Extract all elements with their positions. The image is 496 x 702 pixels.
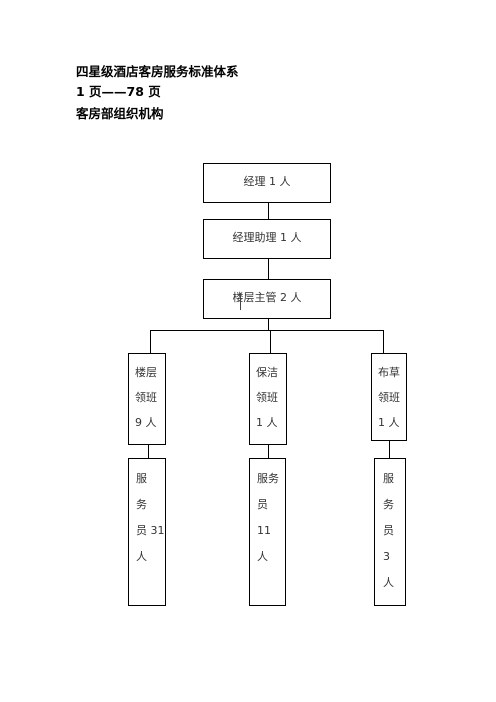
document-title: 四星级酒店客房服务标准体系 — [76, 64, 239, 79]
linen-lead-line: 布草 — [378, 366, 400, 379]
cleaning-lead-line: 保洁 — [256, 366, 278, 379]
linen-staff-line: 服 — [383, 472, 394, 485]
floor-lead-box: 楼层 领班 9 人 — [128, 353, 166, 445]
page-range: 1 页——78 页 — [76, 84, 161, 99]
floor-staff-box: 服 务 员 31 人 — [128, 458, 166, 606]
cleaning-staff-line: 人 — [257, 550, 268, 563]
manager-box: 经理 1 人 — [203, 163, 331, 203]
section-title: 客房部组织机构 — [76, 106, 164, 121]
floor-supervisor-label: 楼层主管 2 人 — [232, 291, 302, 304]
connector-assistant-supervisor — [268, 259, 269, 279]
cleaning-lead-line: 1 人 — [256, 416, 278, 429]
connector-bus-floor-lead — [150, 330, 151, 353]
connector-supervisor-bus — [268, 319, 269, 331]
connector-manager-assistant — [268, 203, 269, 219]
linen-lead-box: 布草 领班 1 人 — [371, 353, 407, 441]
linen-staff-line: 人 — [383, 576, 394, 589]
connector-bus-clean-lead — [270, 330, 271, 353]
manager-label: 经理 1 人 — [243, 175, 291, 188]
floor-lead-line: 楼层 — [135, 366, 157, 379]
floor-staff-line: 人 — [136, 550, 147, 563]
floor-lead-line: 领班 — [135, 391, 157, 404]
text-cursor — [240, 293, 241, 310]
linen-lead-line: 1 人 — [378, 416, 400, 429]
cleaning-staff-line: 服务 — [257, 472, 279, 485]
connector-bus-linen-lead — [383, 330, 384, 353]
floor-lead-line: 9 人 — [135, 416, 157, 429]
connector-clean-lead-staff — [268, 441, 269, 458]
cleaning-staff-line: 员 — [257, 498, 268, 511]
floor-staff-line: 服 — [136, 472, 147, 485]
linen-staff-line: 务 — [383, 498, 394, 511]
connector-floor-lead-staff — [148, 445, 149, 458]
cleaning-staff-line: 11 — [257, 524, 271, 537]
linen-staff-line: 员 — [383, 524, 394, 537]
linen-staff-line: 3 — [383, 550, 390, 563]
floor-supervisor-box: 楼层主管 2 人 — [203, 279, 331, 319]
linen-lead-line: 领班 — [378, 391, 400, 404]
connector-linen-lead-staff — [389, 441, 390, 458]
linen-staff-box: 服 务 员 3 人 — [374, 458, 406, 606]
cleaning-lead-box: 保洁 领班 1 人 — [249, 353, 287, 445]
floor-staff-line: 员 31 — [136, 524, 165, 537]
cleaning-lead-line: 领班 — [256, 391, 278, 404]
assistant-manager-label: 经理助理 1 人 — [232, 231, 302, 244]
cleaning-staff-box: 服务 员 11 人 — [249, 458, 286, 606]
floor-staff-line: 务 — [136, 498, 147, 511]
connector-horizontal-bus — [150, 330, 384, 331]
assistant-manager-box: 经理助理 1 人 — [203, 219, 331, 259]
